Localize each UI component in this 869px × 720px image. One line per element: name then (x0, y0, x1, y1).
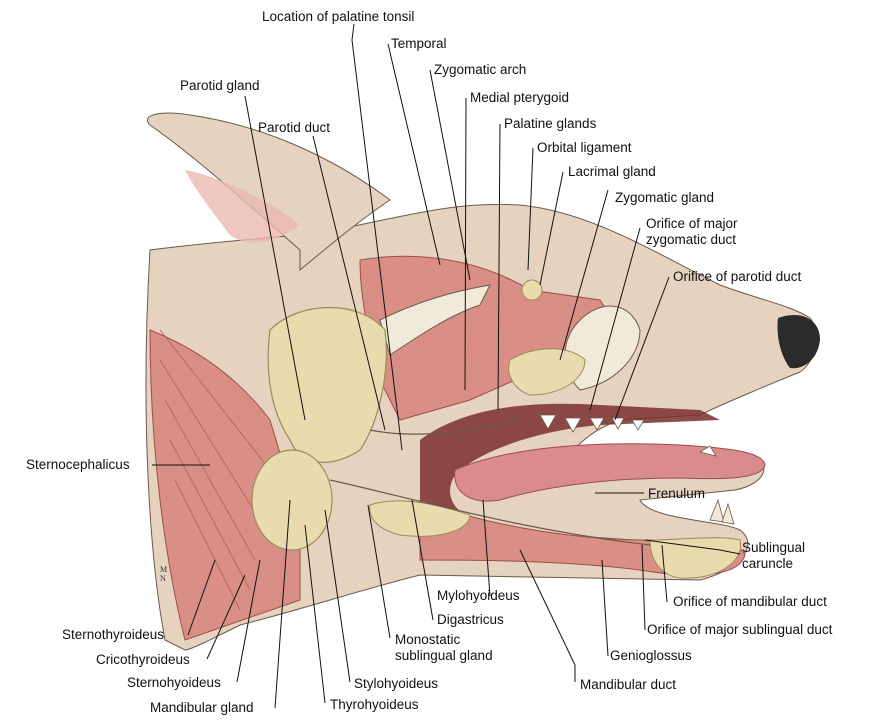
oral-cavity (420, 403, 720, 540)
upper-teeth (539, 414, 717, 457)
label-palatine-tonsil: Location of palatine tonsil (262, 9, 415, 24)
artist-signature: M N (160, 565, 168, 583)
zygomatic-gland-shape (508, 348, 586, 396)
label-orifice-parotid-duct: Orifice of parotid duct (673, 269, 802, 284)
label-temporal: Temporal (391, 36, 447, 51)
neck-muscles (149, 329, 301, 641)
leader-lines (152, 23, 741, 709)
label-sternothyroideus: Sternothyroideus (62, 627, 165, 642)
label-zygomatic-gland: Zygomatic gland (615, 190, 715, 205)
sublingual-gland-shape (369, 500, 471, 537)
mandibular-gland-shape (251, 449, 333, 551)
nose (777, 314, 820, 369)
label-thyrohyoideus: Thyrohyoideus (330, 697, 419, 712)
label-medial-pterygoid: Medial pterygoid (470, 90, 570, 105)
label-mylohyoideus: Mylohyoideus (437, 588, 520, 603)
parotid-gland-shape (267, 306, 387, 463)
label-orifice-major-zygomatic-duct: Orifice of major zygomatic duct (646, 216, 738, 247)
label-orifice-major-sublingual-duct: Orifice of major sublingual duct (647, 622, 833, 637)
label-mandibular-gland: Mandibular gland (150, 700, 254, 715)
label-sternohyoideus: Sternohyoideus (127, 675, 221, 690)
label-genioglossus: Genioglossus (610, 648, 692, 663)
label-digastricus: Digastricus (437, 612, 504, 627)
label-orifice-mandibular-duct: Orifice of mandibular duct (673, 594, 827, 609)
label-frenulum: Frenulum (648, 486, 706, 501)
mandibular-duct-line (329, 479, 651, 546)
label-orbital-ligament: Orbital ligament (537, 140, 632, 155)
label-mandibular-duct: Mandibular duct (580, 677, 677, 692)
label-cricothyroideus: Cricothyroideus (96, 652, 190, 667)
caruncle-region (649, 537, 742, 579)
ear-inner (185, 170, 300, 243)
parotid-duct-line (369, 419, 521, 435)
lower-incisors (709, 498, 735, 525)
label-parotid-duct: Parotid duct (258, 120, 331, 135)
ear (147, 112, 391, 272)
label-parotid-gland: Parotid gland (180, 78, 260, 93)
label-sternocephalicus: Sternocephalicus (26, 457, 130, 472)
label-stylohyoideus: Stylohyoideus (354, 676, 439, 691)
label-zygomatic-arch: Zygomatic arch (434, 62, 527, 77)
label-palatine-glands: Palatine glands (504, 116, 597, 131)
label-lacrimal-gland: Lacrimal gland (568, 164, 656, 179)
zygomatic-arch-bone (379, 284, 491, 356)
tongue (454, 443, 766, 502)
lacrimal-gland-shape (521, 279, 543, 301)
label-monostatic-sublingual-gland: Monostatic sublingual gland (395, 632, 493, 663)
label-sublingual-caruncle: Sublingual caruncle (742, 540, 806, 571)
